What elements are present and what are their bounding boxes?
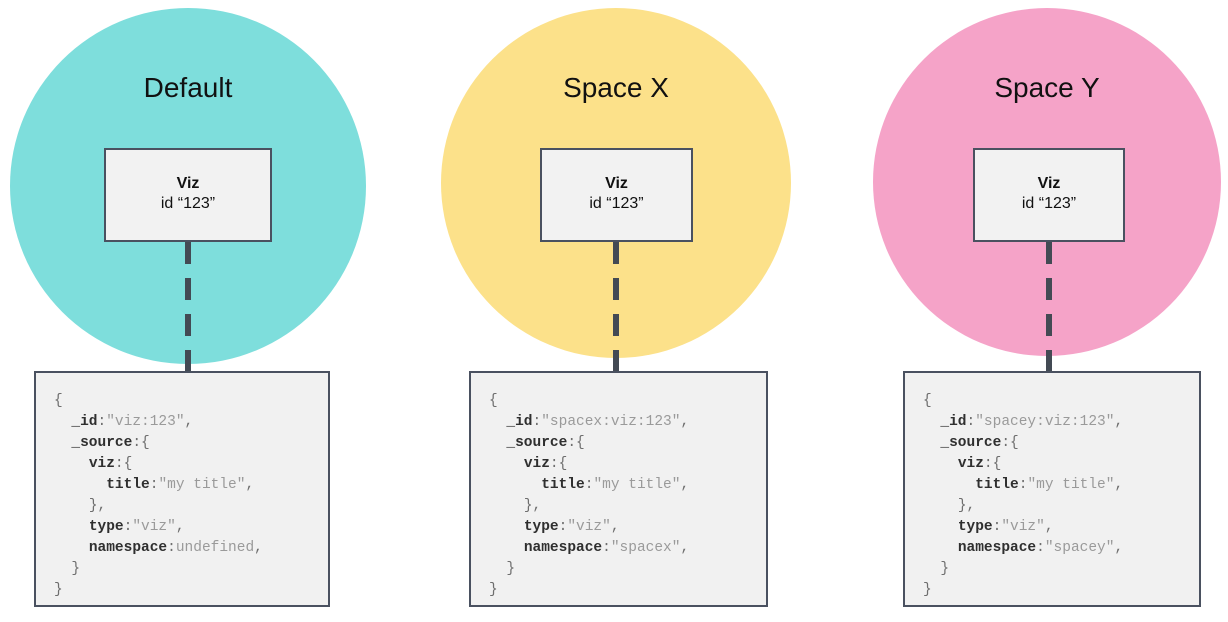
code-line: namespace:"spacex",: [523, 540, 690, 556]
code-line: type:"viz",: [523, 519, 620, 535]
document-json-spacex: { _id:"spacex:viz:123", _source:{ viz:{ …: [469, 371, 768, 607]
code-line: {: [489, 393, 498, 409]
viz-node-id-spacey: id “123”: [1021, 194, 1077, 212]
viz-node-title-default: Viz: [176, 175, 200, 193]
code-line: _source:{: [71, 435, 150, 451]
code-line: {: [54, 393, 63, 409]
code-line: title:"my title",: [541, 477, 690, 493]
code-line: }: [506, 561, 516, 577]
code-line: _id:"spacey:viz:123",: [940, 414, 1124, 430]
viz-node-id-spacex: id “123”: [589, 194, 644, 212]
namespace-bubble-label-spacex: Space X: [563, 72, 669, 103]
viz-node-title-spacex: Viz: [605, 175, 628, 193]
code-line: viz:{: [957, 456, 1002, 472]
code-line: }: [923, 582, 932, 598]
code-line: namespace:"spacey",: [957, 540, 1124, 556]
dashed-connector-spacex: [613, 242, 619, 372]
code-line: _id:"viz:123",: [71, 414, 194, 430]
document-json-default: { _id:"viz:123", _source:{ viz:{ title:"…: [34, 371, 330, 607]
code-line: title:"my title",: [975, 477, 1124, 493]
code-line: },: [523, 498, 542, 514]
code-line: {: [923, 393, 932, 409]
code-line: }: [54, 582, 63, 598]
code-line: viz:{: [523, 456, 568, 472]
code-line: type:"viz",: [957, 519, 1054, 535]
document-json-spacey: { _id:"spacey:viz:123", _source:{ viz:{ …: [903, 371, 1201, 607]
namespace-bubble-label-default: Default: [143, 72, 233, 103]
dashed-connector-spacey: [1046, 242, 1052, 372]
dashed-connector-default: [185, 242, 191, 372]
code-line: title:"my title",: [106, 477, 255, 493]
code-line: _source:{: [940, 435, 1019, 451]
code-line: },: [957, 498, 976, 514]
viz-node-id-default: id “123”: [160, 194, 216, 212]
code-line: namespace:undefined,: [88, 540, 263, 556]
code-line: }: [71, 561, 81, 577]
code-line: _source:{: [506, 435, 585, 451]
code-line: },: [88, 498, 107, 514]
code-line: viz:{: [88, 456, 133, 472]
code-line: }: [489, 582, 498, 598]
namespace-bubble-label-spacey: Space Y: [994, 72, 1100, 103]
code-line: type:"viz",: [88, 519, 185, 535]
viz-node-title-spacey: Viz: [1037, 175, 1061, 193]
code-line: _id:"spacex:viz:123",: [506, 414, 690, 430]
code-line: }: [940, 561, 950, 577]
